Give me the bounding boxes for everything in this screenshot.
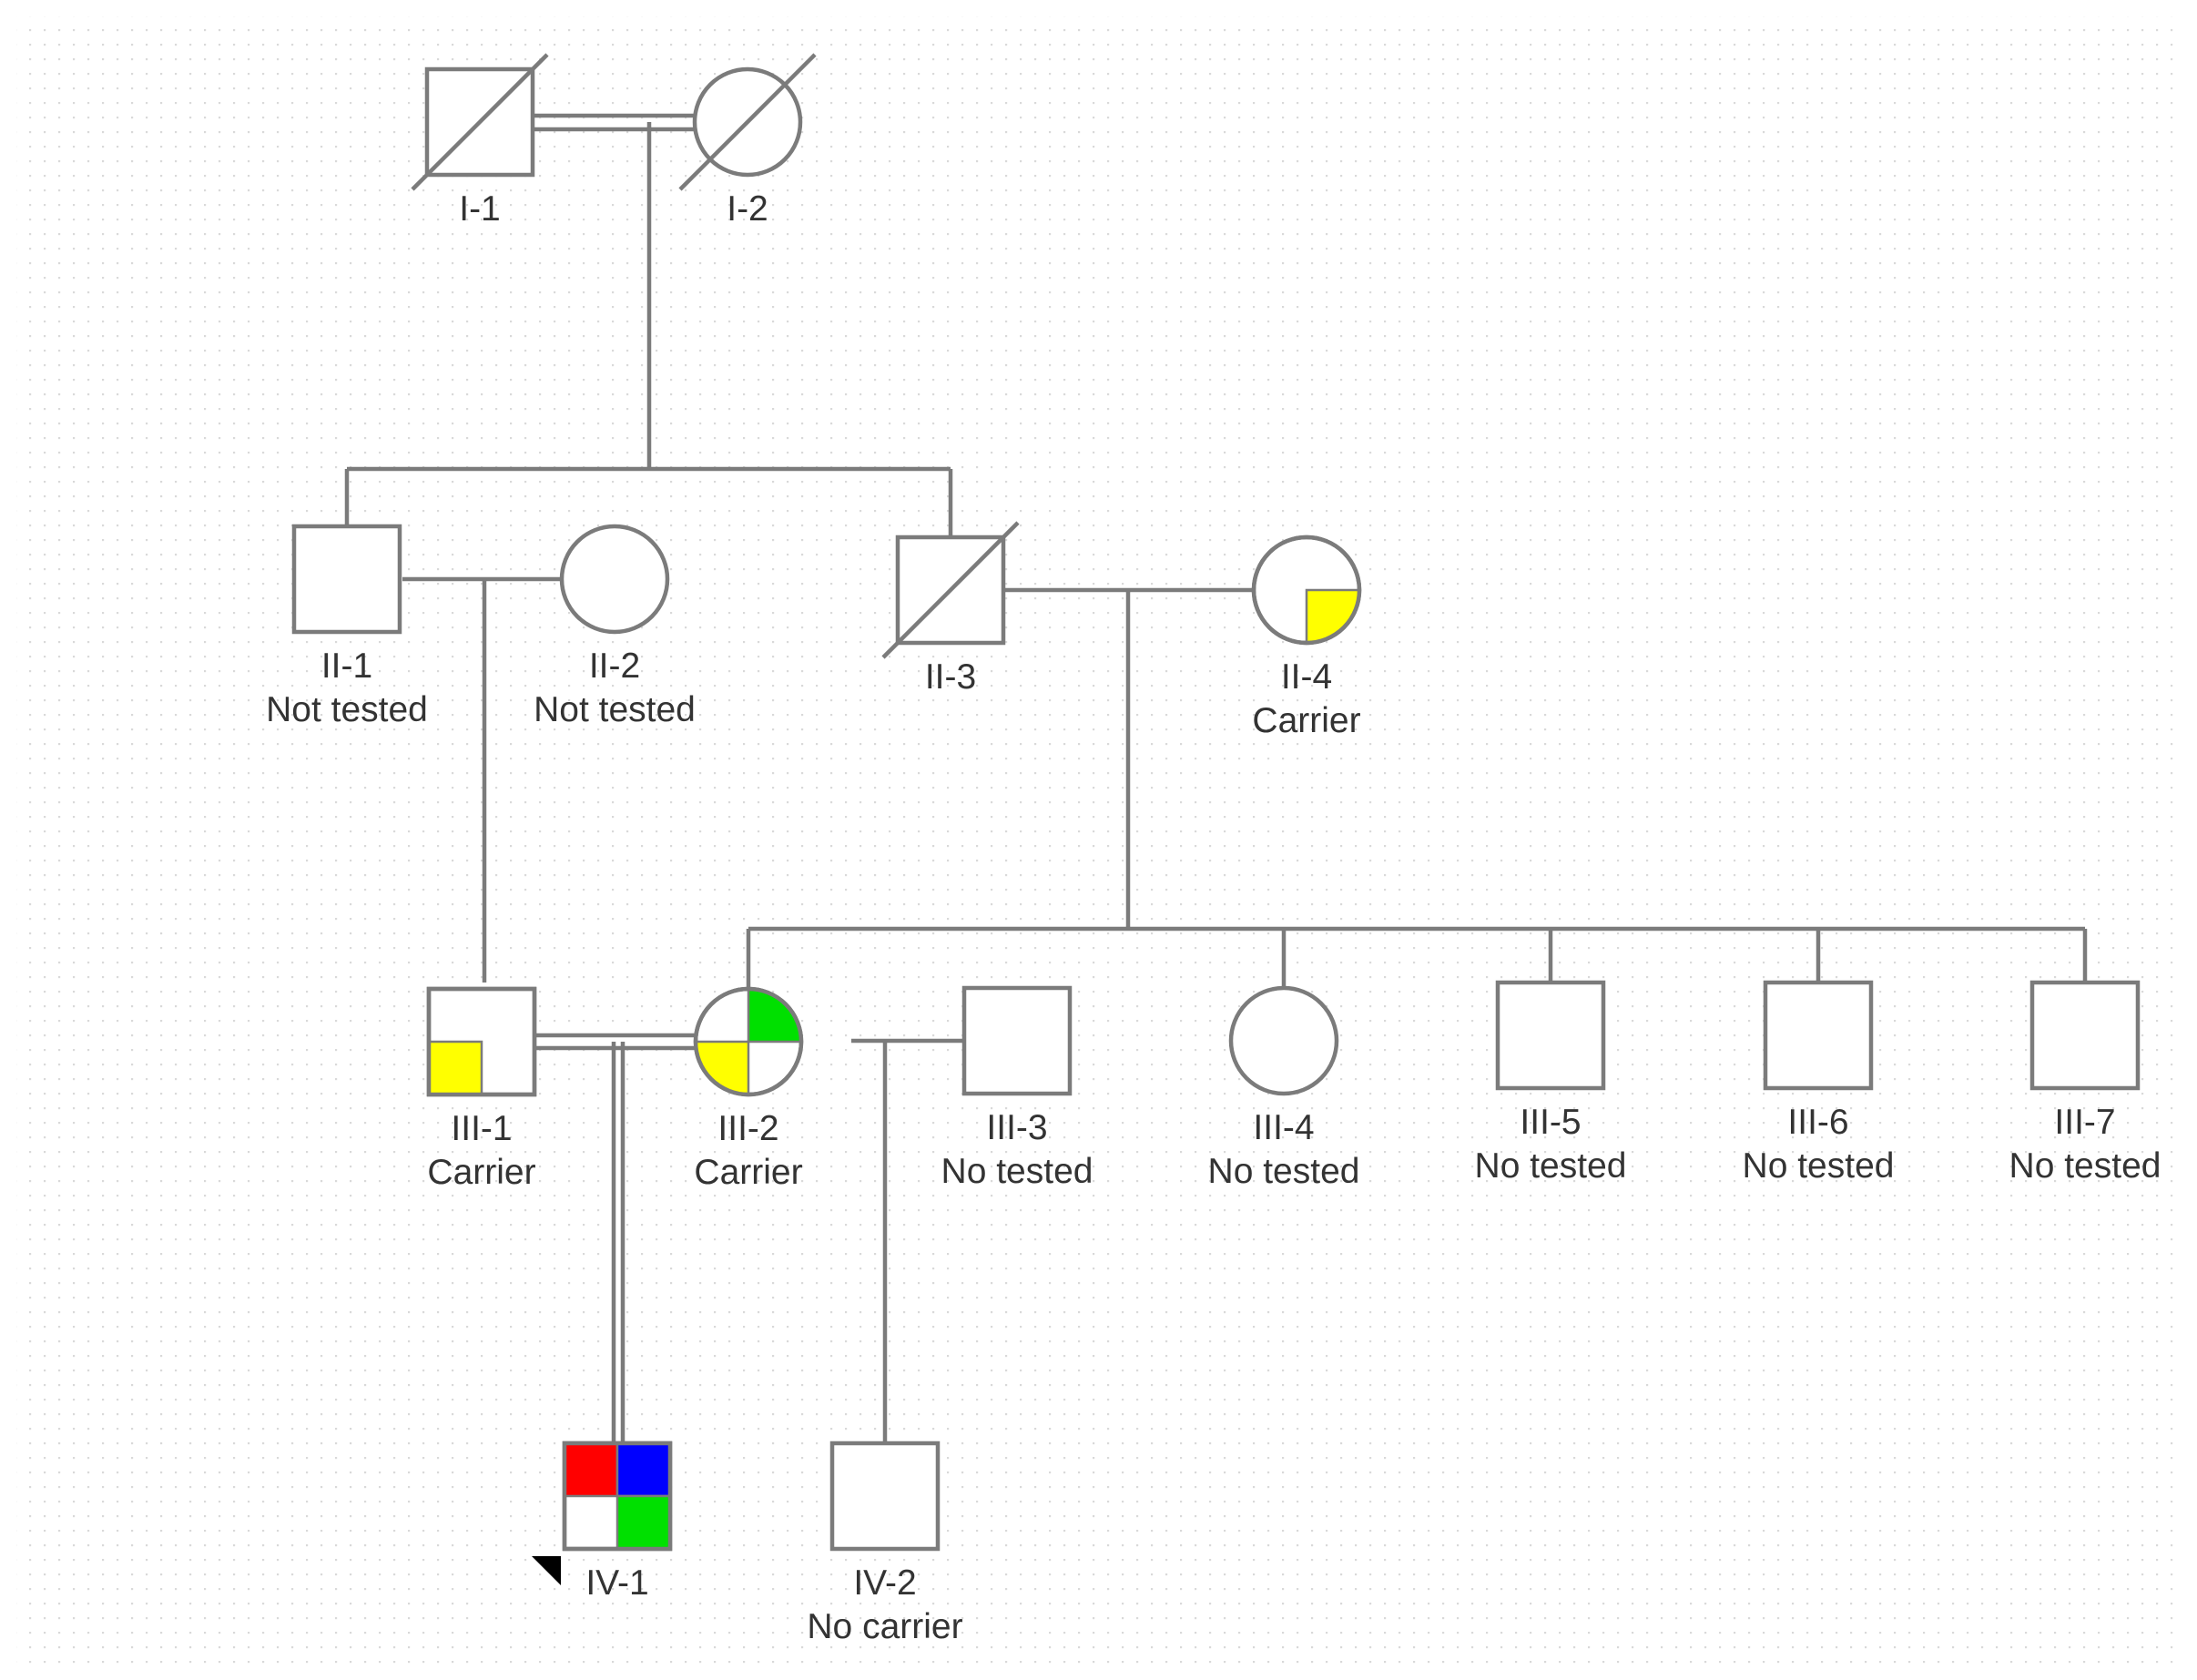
individual-i-1: [411, 53, 549, 191]
individual-id-label: II-4: [1281, 657, 1332, 697]
individual-id-label: II-1: [321, 647, 372, 686]
symbol-outline: [426, 986, 537, 1097]
individual-i-2: [678, 53, 817, 191]
individual-iv-2: [829, 1441, 941, 1552]
individual-ii-4: [1251, 535, 1362, 646]
male-symbol: [1763, 980, 1874, 1091]
individual-status-label: No carrier: [807, 1607, 962, 1646]
individual-ii-3: [881, 521, 1020, 659]
female-symbol: [559, 524, 670, 635]
individual-status-label: No tested: [1475, 1146, 1627, 1186]
individual-iii-1: [426, 986, 537, 1097]
individual-iii-5: [1495, 980, 1606, 1091]
individual-id-label: III-6: [1787, 1103, 1848, 1142]
individual-status-label: Not tested: [534, 690, 696, 729]
shaded-quadrant-top-right: [615, 1441, 672, 1498]
symbol-outline: [693, 986, 804, 1097]
grid-background: [16, 16, 2185, 1665]
individual-status-label: Carrier: [427, 1153, 535, 1192]
individual-id-label: III-4: [1253, 1108, 1314, 1147]
individual-id-label: II-3: [925, 657, 976, 697]
individual-id-label: III-5: [1520, 1103, 1581, 1142]
shaded-quadrant-bottom-right: [615, 1494, 672, 1551]
individual-status-label: No tested: [1208, 1152, 1360, 1191]
proband-arrow-icon: [532, 1556, 561, 1585]
male-symbol: [2029, 980, 2141, 1091]
shaded-quadrant-bottom-left: [427, 1040, 483, 1096]
male-symbol: [291, 524, 402, 635]
shaded-quadrant-top-left: [563, 1441, 619, 1498]
connection-lines: [344, 113, 2088, 1443]
male-symbol: [961, 985, 1073, 1096]
individual-ii-2: [559, 524, 670, 635]
deceased-slash: [411, 53, 549, 191]
individual-status-label: Carrier: [1252, 701, 1360, 740]
female-symbol: [1228, 985, 1339, 1096]
individual-iii-7: [2029, 980, 2141, 1091]
individual-id-label: III-1: [451, 1109, 512, 1148]
individual-iv-1: [532, 1441, 673, 1585]
individual-iii-6: [1763, 980, 1874, 1091]
symbol-outline: [562, 1441, 673, 1552]
individual-id-label: III-3: [986, 1108, 1047, 1147]
individual-iii-4: [1228, 985, 1339, 1096]
individual-id-label: I-1: [459, 189, 501, 229]
individual-id-label: IV-2: [853, 1563, 916, 1603]
individual-status-label: Not tested: [266, 690, 428, 729]
individual-iii-3: [961, 985, 1073, 1096]
individual-id-label: III-2: [717, 1109, 778, 1148]
individual-id-label: II-2: [589, 647, 640, 686]
individual-ii-1: [291, 524, 402, 635]
male-symbol: [829, 1441, 941, 1552]
individual-status-label: No tested: [941, 1152, 1093, 1191]
deceased-slash: [881, 521, 1020, 659]
deceased-slash: [678, 53, 817, 191]
individual-id-label: III-7: [2054, 1103, 2115, 1142]
symbol-outline: [1251, 535, 1362, 646]
male-symbol: [1495, 980, 1606, 1091]
individual-id-label: I-2: [727, 189, 768, 229]
individuals: [291, 53, 2141, 1585]
individual-status-label: Carrier: [694, 1153, 802, 1192]
individual-iii-2: [693, 986, 804, 1097]
individual-status-label: No tested: [1743, 1146, 1895, 1186]
individual-id-label: IV-1: [585, 1563, 648, 1603]
individual-status-label: No tested: [2009, 1146, 2161, 1186]
